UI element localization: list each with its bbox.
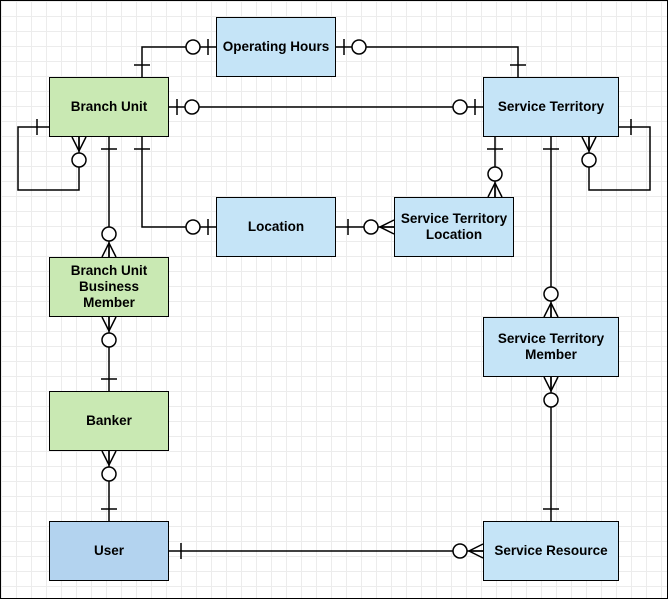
cardinality-zero-circle [581,152,597,168]
entity-user[interactable]: User [49,521,169,581]
cardinality-zero-circle [487,166,503,182]
entity-label: Branch Unit [70,99,148,114]
cardinality-zero-circle [101,466,117,482]
cardinality-zero-circle [452,99,468,115]
cardinality-zero-circle [351,39,367,55]
cardinality-zero-circle [543,392,559,408]
entity-service-territory-location[interactable]: Service Territory Location [394,197,514,257]
relationship-line [588,126,651,191]
entity-service-territory[interactable]: Service Territory [483,77,619,137]
entity-branch-unit-business-member[interactable]: Branch Unit Business Member [49,257,169,317]
entity-label: Banker [86,413,132,428]
relationship-line [141,137,216,228]
relationship-line [336,46,519,77]
entity-branch-unit[interactable]: Branch Unit [49,77,169,137]
cardinality-zero-circle [71,152,87,168]
cardinality-zero-circle [185,219,201,235]
entity-location[interactable]: Location [216,197,336,257]
entity-label: Service Territory Location [400,211,508,242]
cardinality-zero-circle [452,543,468,559]
entity-service-territory-member[interactable]: Service Territory Member [483,317,619,377]
entity-banker[interactable]: Banker [49,391,169,451]
entity-label: User [93,543,125,558]
cardinality-zero-circle [101,226,117,242]
cardinality-zero-circle [101,332,117,348]
entity-label: Service Resource [494,543,608,558]
relationship-line [141,46,216,77]
entity-label: Service Territory [497,99,605,114]
entity-service-resource[interactable]: Service Resource [483,521,619,581]
cardinality-zero-circle [363,219,379,235]
entity-label: Service Territory Member [497,331,605,362]
cardinality-zero-circle [543,286,559,302]
entity-operating-hours[interactable]: Operating Hours [216,17,336,77]
entity-label: Operating Hours [222,39,330,54]
cardinality-zero-circle [185,39,201,55]
entity-label: Branch Unit Business Member [70,263,148,310]
relationship-line [17,126,80,191]
cardinality-zero-circle [184,99,200,115]
entity-label: Location [247,219,305,234]
